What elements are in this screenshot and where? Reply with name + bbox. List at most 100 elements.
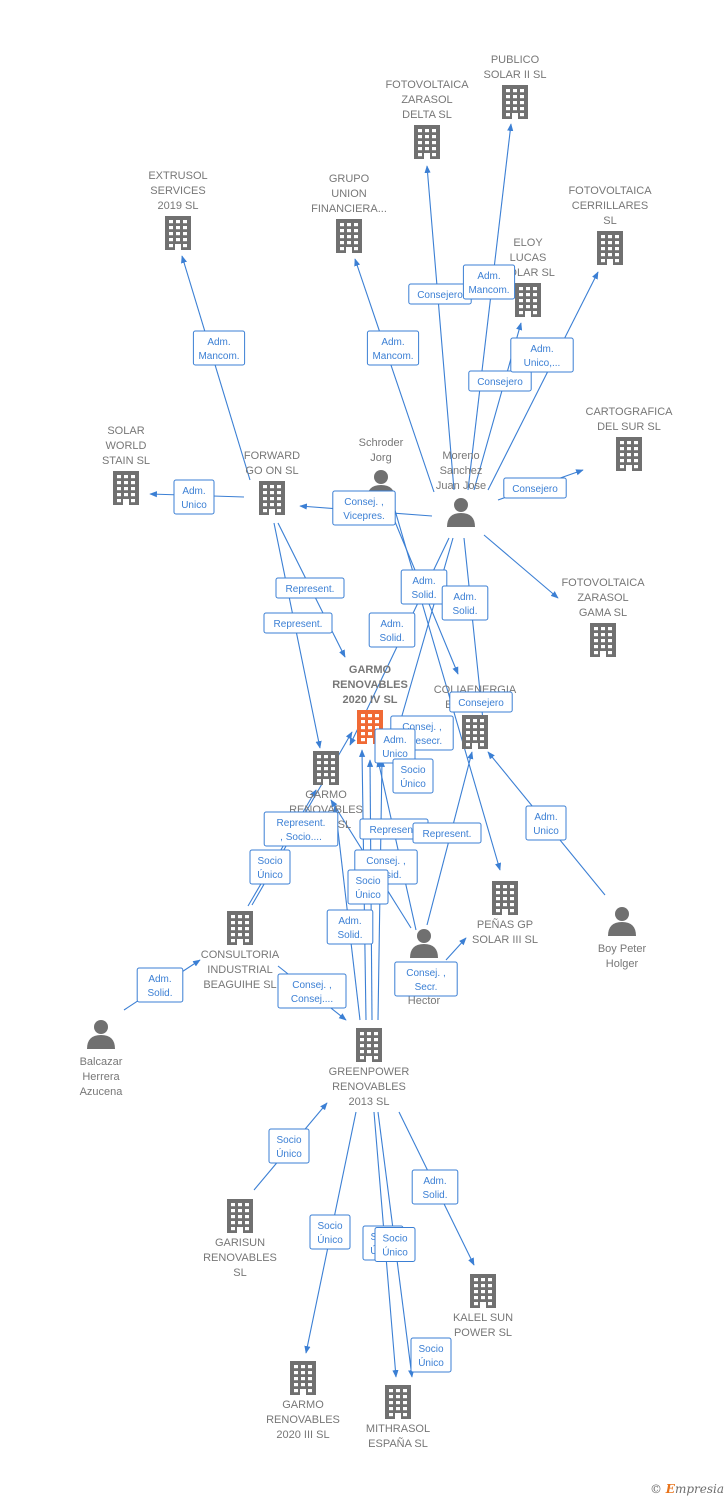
node-label-line: CONSULTORIA xyxy=(201,949,280,961)
building-icon xyxy=(590,623,616,657)
edge-label-represent[interactable]: Represent. xyxy=(275,577,345,599)
node-label-line: 2019 SL xyxy=(158,200,199,212)
edge-label-consejero[interactable]: Consejero xyxy=(468,370,532,392)
building-icon xyxy=(462,715,488,749)
node-label-line: SERVICES xyxy=(150,185,205,197)
edge-label-text: Represent. xyxy=(277,818,326,829)
edge-label-text: Represent. xyxy=(423,829,472,840)
edge-label-text: Adm. xyxy=(207,337,230,348)
edge-label-represent-socio[interactable]: Represent., Socio.... xyxy=(263,811,339,847)
building-icon xyxy=(616,437,642,471)
edge-label-text: Adm. xyxy=(383,735,406,746)
edge-label-adm-solid[interactable]: Adm. Solid. xyxy=(136,967,184,1003)
edge-labels-layer: ConsejeroAdm.Mancom.Adm.Mancom.Adm.Manco… xyxy=(136,264,574,1373)
node-label-line: CERRILLARES xyxy=(572,200,648,212)
edge-label-adm-solid[interactable]: Adm.Solid. xyxy=(368,612,416,648)
edge-label-represent[interactable]: Represent. xyxy=(412,822,482,844)
edge-label-text: Consej. , xyxy=(402,722,441,733)
edge-forward-to-extrusol xyxy=(181,255,251,481)
edge-label-text: Solid. xyxy=(147,988,172,999)
node-label-line: ZARASOL xyxy=(401,94,452,106)
edge-label-text: Represent. xyxy=(370,825,419,836)
edge-label-text: Secr. xyxy=(415,982,438,993)
edge-label-represent[interactable]: Represent. xyxy=(359,818,429,840)
edge-label-text: Solid. xyxy=(452,606,477,617)
edge-label-text: Consej. , xyxy=(366,856,405,867)
edge-label-text: Consejero xyxy=(477,377,523,388)
person-icon xyxy=(608,907,636,936)
edge-label-adm-unico[interactable]: Adm.Unico xyxy=(173,479,215,515)
edge-label-consej-vicepres[interactable]: Consej. ,Vicepres. xyxy=(332,490,396,526)
node-label-line: 2013 SL xyxy=(349,1096,390,1108)
node-label-line: Herrera xyxy=(82,1071,120,1083)
node-grupo[interactable]: GRUPOUNIONFINANCIERA... xyxy=(311,173,387,253)
edge-label-adm-solid[interactable]: Adm.Solid. xyxy=(400,569,448,605)
edge-label-adm-solid[interactable]: Adm. Solid. xyxy=(441,585,489,621)
edge-label-adm-solid[interactable]: Adm.Solid. xyxy=(411,1169,459,1205)
edge-label-text: Adm. xyxy=(534,812,557,823)
edge-label-consejero[interactable]: Consejero xyxy=(449,691,513,713)
node-label-line: Holger xyxy=(606,958,639,970)
brand-name: mpresia xyxy=(674,1482,724,1496)
edge-label-text: Socio xyxy=(382,1234,407,1245)
node-label-line: POWER SL xyxy=(454,1327,512,1339)
edge-label-adm-solid[interactable]: Adm.Solid. xyxy=(326,909,374,945)
edge-label-text: Adm. xyxy=(148,974,171,985)
edge-label-consej-consej[interactable]: Consej. ,Consej.... xyxy=(277,973,347,1009)
edge-label-text: Unico,... xyxy=(524,358,561,369)
edge-label-adm-mancom[interactable]: Adm.Mancom. xyxy=(192,330,246,366)
building-icon xyxy=(165,216,191,250)
edge-label-text: Vicepres. xyxy=(343,511,385,522)
building-icon xyxy=(356,1028,382,1062)
node-label-line: Moreno xyxy=(442,450,479,462)
edge-label-text: Único xyxy=(418,1356,444,1369)
edge-moreno-to-gama xyxy=(483,534,559,599)
person-icon xyxy=(87,1020,115,1049)
edge-label-text: Solid. xyxy=(422,1190,447,1201)
edge-label-adm-mancom[interactable]: Adm.Mancom. xyxy=(366,330,420,366)
edge-label-text: Adm. xyxy=(453,592,476,603)
edge-label-text: Unico xyxy=(382,749,408,760)
edge-label-represent[interactable]: Represent. xyxy=(263,612,333,634)
edge-label-consejero[interactable]: Consejero xyxy=(408,283,472,305)
edge-label-adm-unico[interactable]: Adm.Unico xyxy=(525,805,567,841)
edge-label-adm-mancom[interactable]: Adm.Mancom. xyxy=(462,264,516,300)
building-icon xyxy=(357,710,383,744)
edge-label-consej-secr[interactable]: Consej. ,Secr. xyxy=(394,961,458,997)
edge-forward-to-garmoii xyxy=(273,522,322,749)
edge-label-consejero[interactable]: Consejero xyxy=(503,477,567,499)
edge-label-adm-unico[interactable]: Adm. Unico xyxy=(374,728,416,764)
node-label-line: RENOVABLES xyxy=(266,1414,340,1426)
building-icon xyxy=(336,219,362,253)
node-label-line: SOLAR xyxy=(107,425,144,437)
building-icon xyxy=(385,1385,411,1419)
edge-label-adm-unico[interactable]: Adm.Unico,... xyxy=(510,337,574,373)
